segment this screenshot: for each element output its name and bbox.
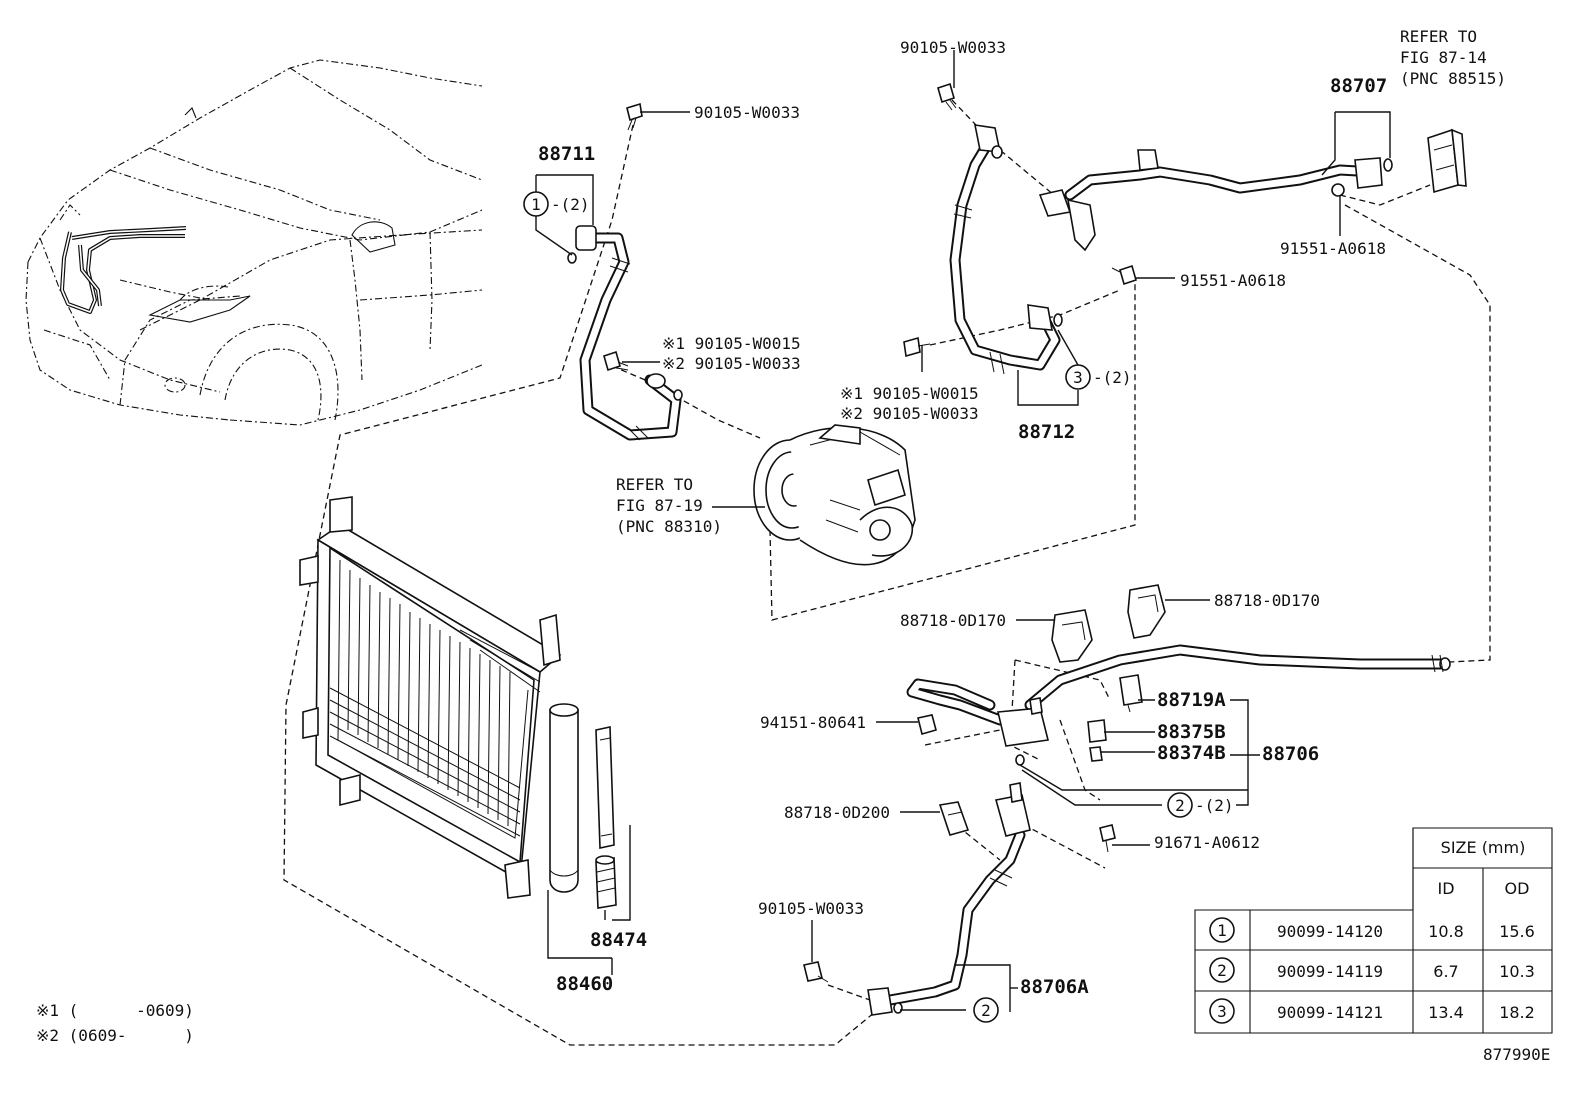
callout-circle-1: 1 — [523, 191, 549, 217]
table-row-2-mark: 2 — [1217, 961, 1227, 980]
label-94151-80641: 94151-80641 — [760, 713, 866, 732]
receiver-tank — [549, 703, 579, 893]
bolt-91671-a0612 — [1099, 824, 1116, 853]
label-star1-compressor-bolt: ※1 90105-W0015 — [662, 334, 801, 353]
label-88718-0d170-left: 88718-0D170 — [900, 611, 1006, 630]
tube-88707 — [1038, 149, 1393, 252]
label-refer-compressor-1: REFER TO — [616, 475, 693, 494]
table-header-size: SIZE (mm) — [1441, 838, 1526, 857]
table-row-3-id: 13.4 — [1428, 1003, 1464, 1022]
label-star2-mid-bolt: ※2 90105-W0033 — [840, 404, 979, 423]
table-header-od: OD — [1505, 879, 1530, 898]
label-88706a: 88706A — [1020, 976, 1089, 998]
label-88460: 88460 — [556, 973, 613, 995]
bolt-90105-w0033-mid — [937, 82, 957, 111]
callout-3-text: 3 — [1073, 368, 1083, 387]
bolt-88712-lower — [903, 336, 931, 358]
label-88374b: 88374B — [1157, 742, 1226, 764]
label-callout3-qty: -(2) — [1093, 368, 1132, 387]
note-star2-range: ※2 (0609- ) — [36, 1026, 194, 1045]
o-ring-size-table: SIZE (mm) ID OD 1 90099-14120 10.8 15.6 … — [1194, 827, 1553, 1034]
label-91671-a0612: 91671-A0612 — [1154, 833, 1260, 852]
suction-hose-88712 — [949, 124, 1063, 375]
label-91551-a0618-lower: 91551-A0618 — [1180, 271, 1286, 290]
table-header-id: ID — [1437, 879, 1454, 898]
figure-id: 877990E — [1483, 1045, 1550, 1064]
hose-88706a — [867, 782, 1031, 1016]
table-row-2-part: 90099-14119 — [1277, 962, 1383, 981]
cap-88375b — [1087, 719, 1107, 743]
callout-1-text: 1 — [531, 195, 541, 214]
label-refer-valve-3: (PNC 88515) — [1400, 69, 1506, 88]
vehicle-location-illustration — [25, 59, 483, 426]
bolt-90105-w0033-top — [626, 102, 643, 131]
nut-94151-80641 — [917, 714, 937, 735]
discharge-hose-88711 — [567, 225, 683, 441]
label-star2-compressor-bolt: ※2 90105-W0033 — [662, 354, 801, 373]
part-labels: 90105-W0033 88711 -(2) ※1 90105-W0015 ※2… — [36, 27, 1550, 1064]
label-refer-valve-2: FIG 87-14 — [1400, 48, 1487, 67]
label-88719a: 88719A — [1157, 689, 1226, 711]
clamp-88718-0d200 — [938, 801, 970, 836]
bolt-91551-a0618-lower — [1111, 264, 1137, 286]
label-91551-a0618-upper: 91551-A0618 — [1280, 239, 1386, 258]
table-row-1-id: 10.8 — [1428, 922, 1464, 941]
callout-2-text: 2 — [1175, 796, 1185, 815]
label-88375b: 88375B — [1157, 721, 1226, 743]
desiccant-88474 — [595, 726, 617, 909]
table-row-3-part: 90099-14121 — [1277, 1003, 1383, 1022]
label-88718-0d170-right: 88718-0D170 — [1214, 591, 1320, 610]
label-star1-mid-bolt: ※1 90105-W0015 — [840, 384, 979, 403]
leader-lines — [535, 50, 1391, 1012]
tube-88706 — [906, 644, 1451, 766]
label-88718-0d200: 88718-0D200 — [784, 803, 890, 822]
label-88711: 88711 — [538, 143, 595, 165]
label-88706: 88706 — [1262, 743, 1319, 765]
table-row-2-id: 6.7 — [1433, 962, 1458, 981]
label-callout2-qty: -(2) — [1195, 796, 1234, 815]
clamp-88718-0d170-right — [1127, 584, 1166, 639]
label-refer-compressor-3: (PNC 88310) — [616, 517, 722, 536]
condenser-88460 — [299, 496, 562, 899]
table-row-2-od: 10.3 — [1499, 962, 1535, 981]
label-88707: 88707 — [1330, 75, 1387, 97]
bolt-90105-w0033-low — [803, 961, 829, 983]
clamp-88718-0d170-left — [1051, 609, 1093, 663]
expansion-valve — [1427, 128, 1467, 194]
bolt-compressor-suction — [603, 350, 629, 372]
label-90105-w0033-top: 90105-W0033 — [694, 103, 800, 122]
callout-circle-2-block: 2 — [1167, 792, 1193, 818]
pressure-switch-88719a — [1119, 674, 1143, 713]
note-star1-range: ※1 ( -0609) — [36, 1001, 194, 1020]
label-88474: 88474 — [590, 929, 647, 951]
table-row-3-mark: 3 — [1217, 1002, 1227, 1021]
table-row-1-part: 90099-14120 — [1277, 922, 1383, 941]
label-callout1-qty: -(2) — [551, 195, 590, 214]
label-90105-w0033-low: 90105-W0033 — [758, 899, 864, 918]
label-90105-w0033-mid: 90105-W0033 — [900, 38, 1006, 57]
callout-2-text-low: 2 — [981, 1001, 991, 1020]
compressor-assembly — [753, 424, 916, 566]
label-refer-valve-1: REFER TO — [1400, 27, 1477, 46]
table-row-3-od: 18.2 — [1499, 1003, 1535, 1022]
table-row-1-mark: 1 — [1217, 921, 1227, 940]
callout-circle-3: 3 — [1065, 364, 1091, 390]
core-88374b — [1089, 746, 1103, 762]
table-row-1-od: 15.6 — [1499, 922, 1535, 941]
label-refer-compressor-2: FIG 87-19 — [616, 496, 703, 515]
label-88712: 88712 — [1018, 421, 1075, 443]
callout-circle-2-hose: 2 — [973, 997, 999, 1023]
